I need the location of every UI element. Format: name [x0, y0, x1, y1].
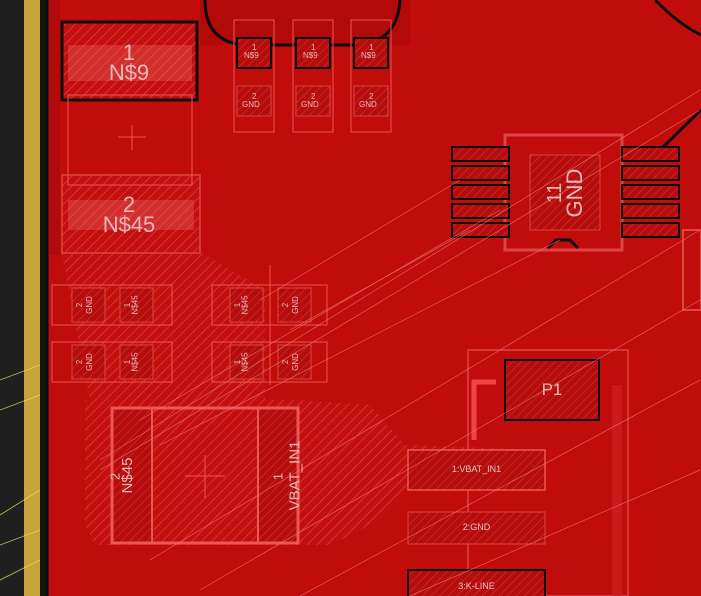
cap-top-1-net: N$9	[244, 51, 259, 60]
board-edge-dark	[0, 0, 24, 596]
ic-pad-net: GND	[562, 168, 587, 218]
pad-large-2-number: 2	[122, 192, 136, 217]
cap-top-2-gnd-num: 2	[311, 92, 316, 101]
cap-top-1-gnd-num: 2	[252, 92, 257, 101]
cap-top-3-gnd-num: 2	[369, 92, 374, 101]
pad-large-1-net: N$9	[108, 60, 150, 85]
mid-r2-net: N$45	[240, 352, 250, 372]
connector-side-bar	[612, 385, 622, 596]
right-edge-component	[682, 229, 701, 311]
mid-l1-gnd-num: 2	[75, 302, 85, 308]
pad-vertical-1-net: VBAT_IN1	[286, 440, 304, 511]
pad-large-1	[60, 20, 199, 102]
cap-group-top	[236, 37, 389, 69]
airwires-yellow	[0, 364, 41, 581]
mid-r2-gnd-num: 2	[281, 359, 291, 365]
pad-large-2-net: N$45	[102, 212, 156, 237]
connector-pin-3-label: 3:K-LINE	[458, 581, 495, 591]
pour-cutout-left-top	[47, 0, 60, 255]
connector-pin-2-label: 2:GND	[462, 522, 491, 532]
cap-group-top-gnd	[236, 85, 389, 117]
mid-r1-gnd: GND	[290, 296, 300, 314]
cap-top-2-num: 1	[311, 43, 316, 52]
cap-top-3-net: N$9	[361, 51, 376, 60]
mid-l2-gnd-num: 2	[75, 359, 85, 365]
connector-pad-1	[407, 449, 546, 491]
diode-body	[110, 406, 300, 545]
mid-r1-net: N$45	[240, 295, 250, 315]
mid-l2-net: N$45	[130, 352, 140, 372]
cap-top-3-num: 1	[369, 43, 374, 52]
mid-l1-net: N$45	[130, 295, 140, 315]
cap-pads-mid-left	[71, 287, 154, 380]
board-edge-gap	[40, 0, 47, 596]
pad-vertical-2-net: N$45	[119, 457, 136, 494]
connector-pin-1-label: 1:VBAT_IN1	[451, 464, 502, 474]
cap-outlines-top	[233, 19, 392, 133]
pad-large-2-inner	[68, 200, 194, 230]
pad-large-1-number: 1	[122, 40, 136, 65]
connector-pad-3	[407, 569, 546, 596]
pad-large-2	[61, 174, 201, 254]
mid-r2-gnd: GND	[290, 353, 300, 371]
cap-pad-top-1a	[236, 37, 272, 69]
cap-top-2-net: N$9	[303, 51, 318, 60]
connector-corner-mark	[471, 379, 496, 440]
cap-pad-top-2b	[295, 85, 331, 117]
pad-p1	[504, 359, 600, 421]
mid-l1-gnd: GND	[84, 296, 94, 314]
pad-vertical-1-number: 1	[270, 472, 286, 481]
cap-pad-top-2a	[295, 37, 331, 69]
cap-pad-top-1b	[236, 85, 272, 117]
ic-pins-right	[621, 146, 680, 238]
cap-pads-mid-right	[229, 287, 312, 380]
cap-top-3-gnd: GND	[359, 100, 377, 109]
cap-top-2-gnd: GND	[301, 100, 319, 109]
cap-pad-top-3a	[353, 37, 389, 69]
component-body-outline	[67, 94, 193, 186]
connector-pad-2	[407, 511, 546, 545]
clearance-outline-right	[653, 0, 701, 37]
mid-l2-gnd: GND	[84, 353, 94, 371]
ic-thermal-pad	[529, 154, 601, 231]
ic-pins-left	[451, 146, 510, 238]
cap-top-1-num: 1	[252, 43, 257, 52]
cap-top-1-gnd: GND	[242, 100, 260, 109]
clearance-outline-right2	[658, 108, 701, 152]
airwires	[99, 89, 701, 596]
cap-pad-top-3b	[353, 85, 389, 117]
connector-name: P1	[541, 380, 563, 399]
board-edge-strip	[24, 0, 40, 596]
trace-vbat-polygon	[85, 400, 545, 545]
mid-r1-gnd-num: 2	[281, 302, 291, 308]
pad-vertical-2	[111, 407, 153, 544]
pad-large-1-inner	[68, 45, 192, 81]
